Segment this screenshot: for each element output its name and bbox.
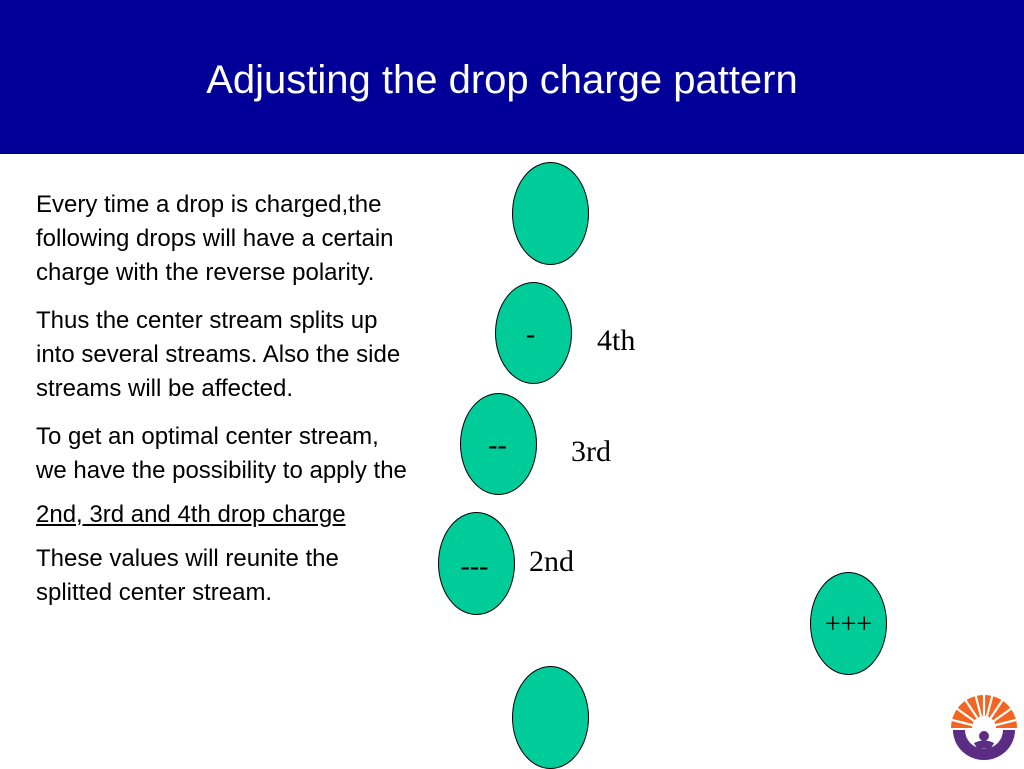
drop-top bbox=[512, 162, 589, 265]
drop-4th: - bbox=[495, 282, 572, 384]
slide-title: Adjusting the drop charge pattern bbox=[206, 58, 798, 102]
drop-charge: --- bbox=[460, 551, 489, 582]
drop-charge: +++ bbox=[824, 609, 873, 640]
label-3rd: 3rd bbox=[571, 435, 611, 468]
drop-bottom bbox=[512, 666, 589, 769]
sunburst-person-logo-icon bbox=[951, 692, 1017, 760]
paragraph-1: Every time a drop is charged,the followi… bbox=[36, 191, 394, 286]
paragraph-5: These values will reunite the splitted c… bbox=[36, 545, 339, 606]
label-4th: 4th bbox=[597, 324, 636, 357]
label-2nd: 2nd bbox=[529, 545, 574, 578]
paragraph-2: Thus the center stream splits up into se… bbox=[36, 307, 401, 402]
drop-3rd: -- bbox=[460, 393, 537, 495]
paragraph-3: To get an optimal center stream, we have… bbox=[36, 423, 407, 484]
drop-side-positive: +++ bbox=[810, 572, 887, 675]
slide-header bbox=[0, 0, 1024, 154]
paragraph-4: 2nd, 3rd and 4th drop charge bbox=[36, 501, 346, 528]
drop-2nd: --- bbox=[438, 512, 515, 615]
body-text: Every time a drop is charged,the followi… bbox=[36, 188, 416, 624]
drop-charge: - bbox=[525, 319, 536, 350]
drop-charge: -- bbox=[488, 430, 507, 461]
